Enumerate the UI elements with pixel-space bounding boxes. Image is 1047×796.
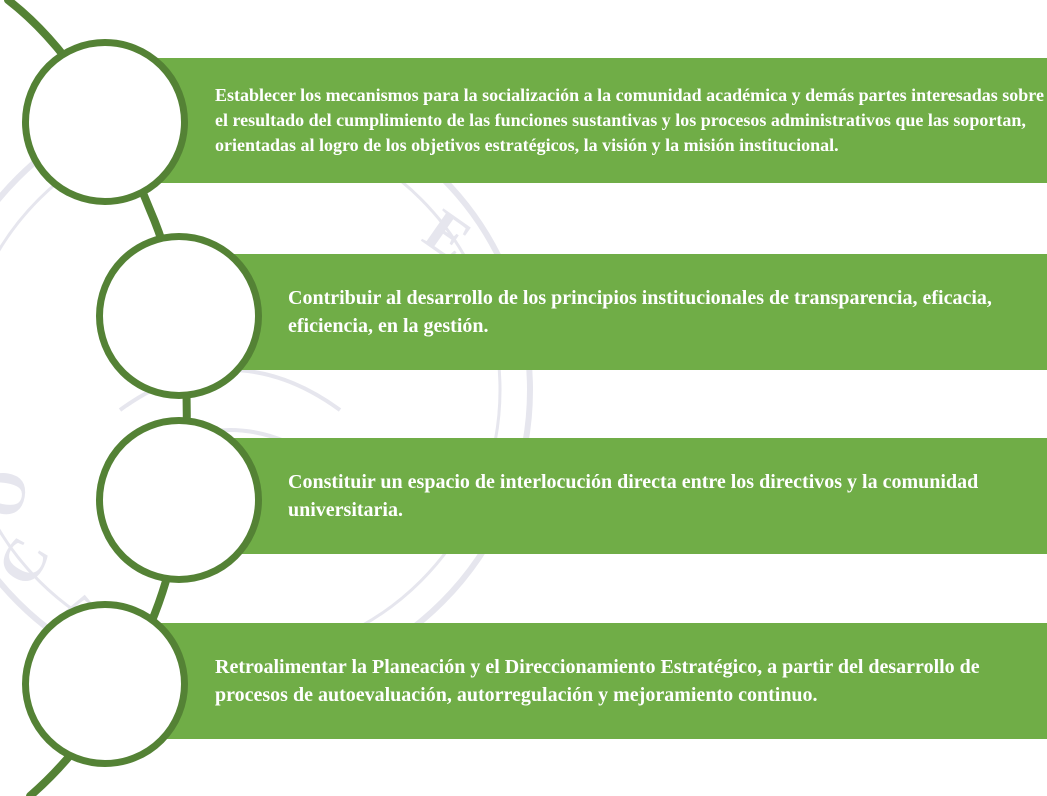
list-item-circle-2 xyxy=(96,233,262,399)
list-item-circle-1 xyxy=(22,39,188,205)
list-item-bar-3: Constituir un espacio de interlocución d… xyxy=(150,438,1047,554)
list-item-circle-4 xyxy=(22,601,188,767)
list-item-circle-3 xyxy=(96,417,262,583)
svg-text:C: C xyxy=(0,526,63,597)
list-item-text-3: Constituir un espacio de interlocución d… xyxy=(288,471,979,521)
list-item-bar-2: Contribuir al desarrollo de los principi… xyxy=(150,254,1047,370)
list-item-text-4: Retroalimentar la Planeación y el Direcc… xyxy=(215,656,980,706)
list-item-text-1: Establecer los mecanismos para la social… xyxy=(215,85,1044,155)
list-item-bar-1: Establecer los mecanismos para la social… xyxy=(150,58,1047,183)
list-item-bar-4: Retroalimentar la Planeación y el Direcc… xyxy=(150,623,1047,739)
svg-text:O: O xyxy=(0,465,41,522)
list-item-text-2: Contribuir al desarrollo de los principi… xyxy=(288,287,992,337)
